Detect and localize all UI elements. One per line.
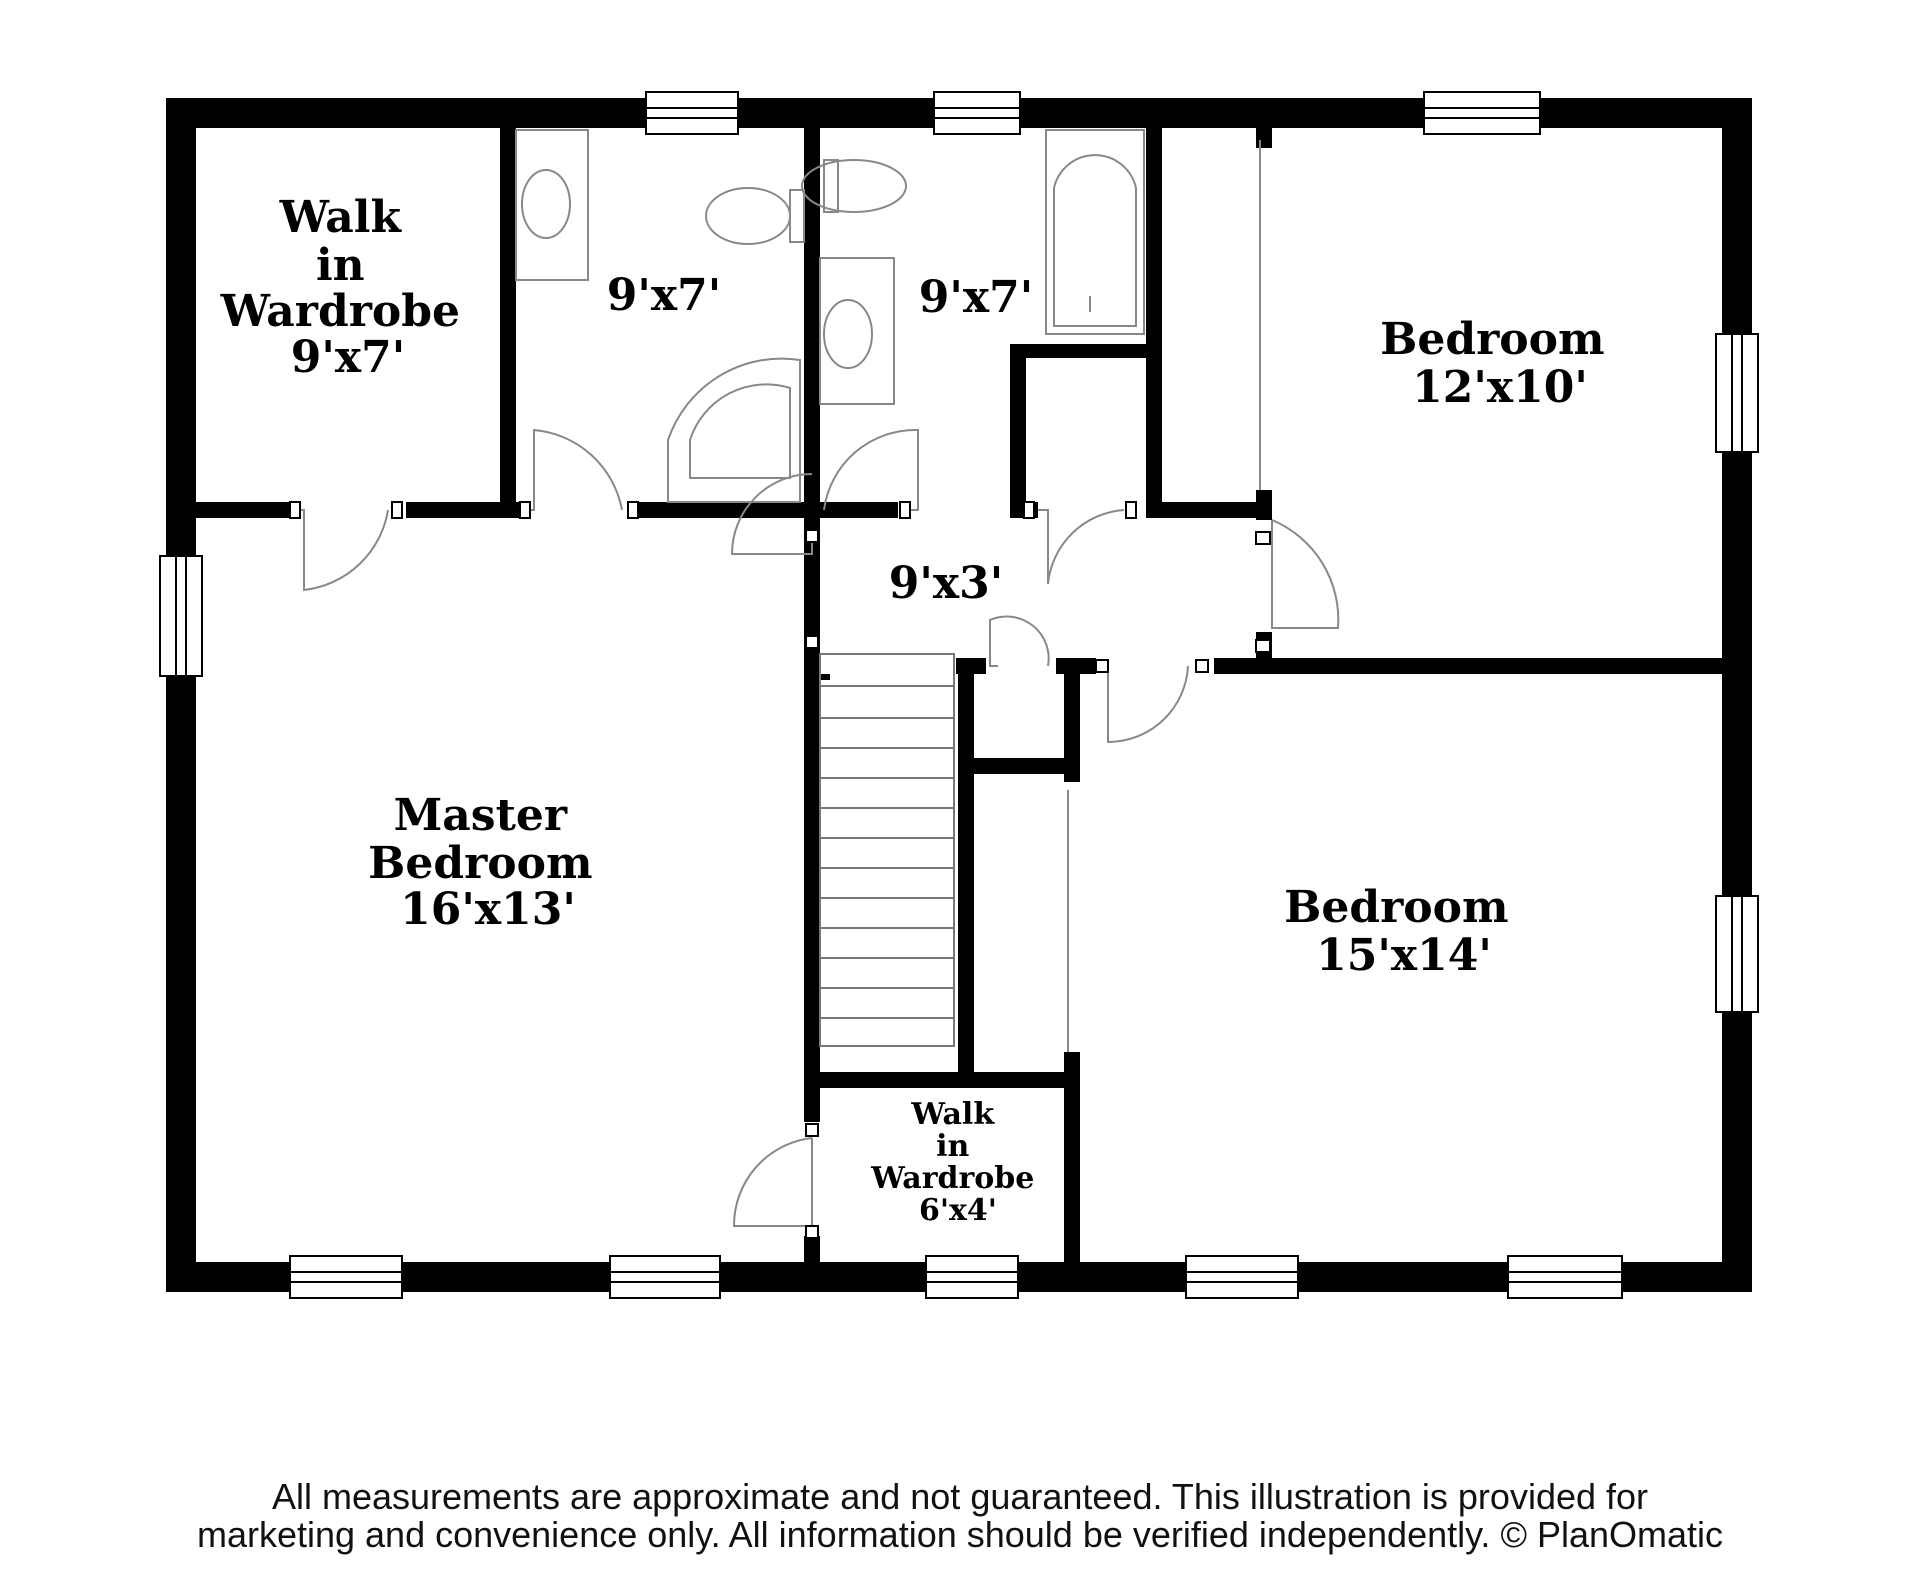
room-walk-in-wardrobe-1: Walk in Wardrobe 9'x7' xyxy=(220,192,476,383)
fixtures xyxy=(515,129,1145,503)
room-master-bedroom: Master Bedroom 16'x13' xyxy=(368,790,608,935)
room-bath-2: 9'x7' xyxy=(919,272,1033,323)
stairs xyxy=(819,653,955,1047)
disclaimer: All measurements are approximate and not… xyxy=(0,1478,1920,1554)
room-bedroom-2: Bedroom 15'x14' xyxy=(1284,882,1524,981)
room-walk-in-wardrobe-2: Walk in Wardrobe 6'x4' xyxy=(870,1097,1045,1228)
disclaimer-line-1: All measurements are approximate and not… xyxy=(271,1476,1649,1517)
room-labels: Walk in Wardrobe 9'x7' 9'x7' 9'x7' Bedro… xyxy=(220,192,1620,1228)
door-jambs xyxy=(289,501,1271,1239)
room-hallway: 9'x3' xyxy=(889,558,1003,609)
doors xyxy=(294,140,1340,1227)
windows xyxy=(159,91,1759,1299)
disclaimer-line-2: marketing and convenience only. All info… xyxy=(196,1514,1724,1555)
room-bath-1: 9'x7' xyxy=(607,270,721,321)
room-bedroom-1: Bedroom 12'x10' xyxy=(1380,314,1620,413)
